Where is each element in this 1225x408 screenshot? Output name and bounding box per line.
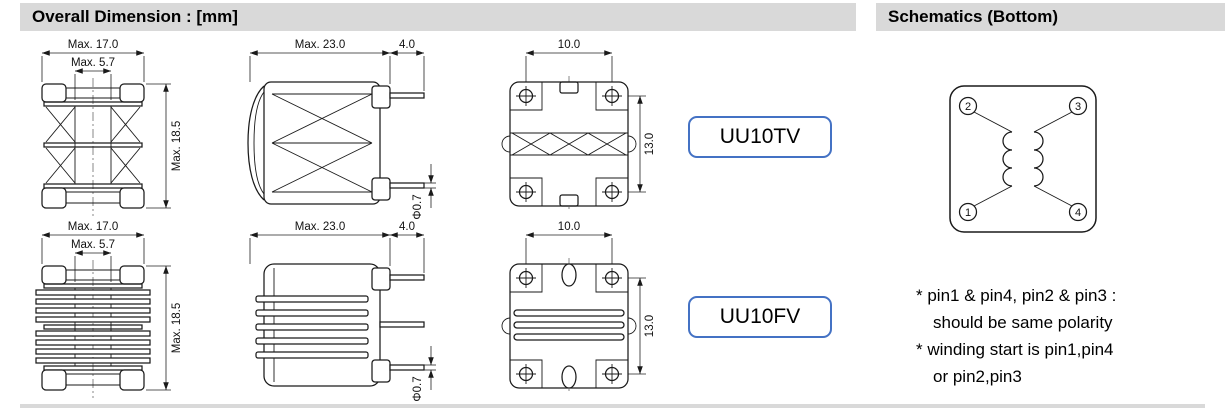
dimension-wire-diameter: Φ0.7 [412,346,436,402]
top-center-notch [559,81,579,94]
uu10fv-front-view-drawing: Max. 17.0 Max. 5.7 Max. 18.5 [35,221,183,398]
winding-x-pattern [511,132,627,156]
top-lead-wire [389,274,425,281]
dimension-inner-width: Max. 5.7 [71,239,115,282]
section-title-overall-dimension: Overall Dimension : [mm] [20,3,856,31]
pin-marker [516,86,536,106]
dimension-lead-length: 4.0 [389,221,425,273]
note-line: should be same polarity [933,313,1113,332]
dim-label-inner-width: Max. 5.7 [71,239,115,251]
dim-label-width: Max. 17.0 [68,39,119,51]
core-body [41,78,145,216]
base-body [501,258,637,394]
pin-3-label: 3 [1075,101,1081,113]
dim-label-pin-span-x: 10.0 [558,221,580,233]
uu10fv-bottom-view-drawing: 10.0 13.0 [501,221,656,394]
pin-3: 3 [1068,96,1088,116]
bottom-lead-wire [389,364,425,371]
bobbin-body [255,263,425,387]
dim-label-wire-diameter: Φ0.7 [412,194,424,219]
pin-1: 1 [958,202,978,222]
dimension-height: Max. 18.5 [146,83,183,209]
dim-label-lead-length: 4.0 [399,39,415,51]
dim-label-wire-diameter: Φ0.7 [412,376,424,401]
dim-label-height: Max. 18.5 [171,303,183,354]
pin-marker [602,268,622,288]
dimension-width: Max. 17.0 [41,221,145,264]
bottom-lead-wire [389,182,425,189]
dim-label-width: Max. 17.0 [68,221,119,233]
dim-label-pin-span-y: 13.0 [644,315,656,337]
dim-label-pin-span-x: 10.0 [558,39,580,51]
pin-marker [602,86,622,106]
dimension-pin-span-x: 10.0 [525,221,613,268]
right-winding-coil [1033,131,1044,187]
uu10tv-side-view-drawing: Max. 23.0 4.0 [247,39,436,220]
winding-fins [255,295,369,359]
uu10tv-front-view-drawing: Max. 17.0 Max. 5.7 Max. 18.5 [41,39,183,216]
right-core-bump [627,135,637,153]
next-section-divider [20,404,1205,408]
dimension-width: Max. 17.0 [41,39,145,82]
pin-marker [516,268,536,288]
dimension-depth: Max. 23.0 [249,39,391,84]
part-label-text: UU10TV [719,125,801,148]
dim-label-height: Max. 18.5 [171,121,183,172]
right-core-bump [627,317,637,335]
pin-4: 4 [1068,202,1088,222]
schematic-notes: * pin1 & pin4, pin2 & pin3 : should be s… [916,282,1216,390]
pin-2: 2 [958,96,978,116]
dim-label-depth: Max. 23.0 [295,221,346,233]
dim-label-depth: Max. 23.0 [295,39,346,51]
pin-marker [516,364,536,384]
dimension-pin-span-x: 10.0 [525,39,613,86]
top-center-boss [561,263,577,287]
dimension-wire-diameter: Φ0.7 [412,164,436,220]
part-label-uu10fv: UU10FV [688,296,832,338]
dim-label-lead-length: 4.0 [399,221,415,233]
left-core-bump [501,317,511,335]
dimension-height: Max. 18.5 [146,265,183,391]
pin-2-label: 2 [965,101,971,113]
bobbin-body [247,81,425,205]
middle-lead-wire [379,321,425,328]
schematic-bottom-view: 2 3 1 4 [949,85,1097,233]
uu10fv-side-view-drawing: Max. 23.0 4.0 [249,221,436,402]
pin-4-label: 4 [1075,207,1081,219]
note-line: * winding start is pin1,pin4 [916,340,1114,359]
pin-marker [602,364,622,384]
core-body [35,260,151,398]
note-line: or pin2,pin3 [933,367,1022,386]
part-label-text: UU10FV [719,305,801,328]
pin-marker [516,182,536,202]
schematic-outline [949,85,1097,233]
bottom-center-notch [559,194,579,207]
left-core-bump [501,135,511,153]
section-title-schematics: Schematics (Bottom) [876,3,1225,31]
dim-label-inner-width: Max. 5.7 [71,57,115,69]
pin-connection-lines [973,111,1073,207]
winding-x-pattern [271,93,373,193]
winding-fins [35,289,151,364]
base-body [501,76,637,212]
uu10tv-bottom-view-drawing: 10.0 13.0 [501,39,656,212]
part-label-uu10tv: UU10TV [688,116,832,158]
bottom-center-boss [561,365,577,389]
pin-1-label: 1 [965,207,971,219]
dim-label-pin-span-y: 13.0 [644,133,656,155]
winding-x-pattern [45,106,141,184]
dimension-lead-length: 4.0 [389,39,425,91]
dimension-inner-width: Max. 5.7 [71,57,115,100]
winding-bars [513,309,625,341]
pin-marker [602,182,622,202]
dimension-depth: Max. 23.0 [249,221,391,266]
top-lead-wire [389,92,425,99]
left-winding-coil [1002,131,1013,187]
note-line: * pin1 & pin4, pin2 & pin3 : [916,286,1117,305]
